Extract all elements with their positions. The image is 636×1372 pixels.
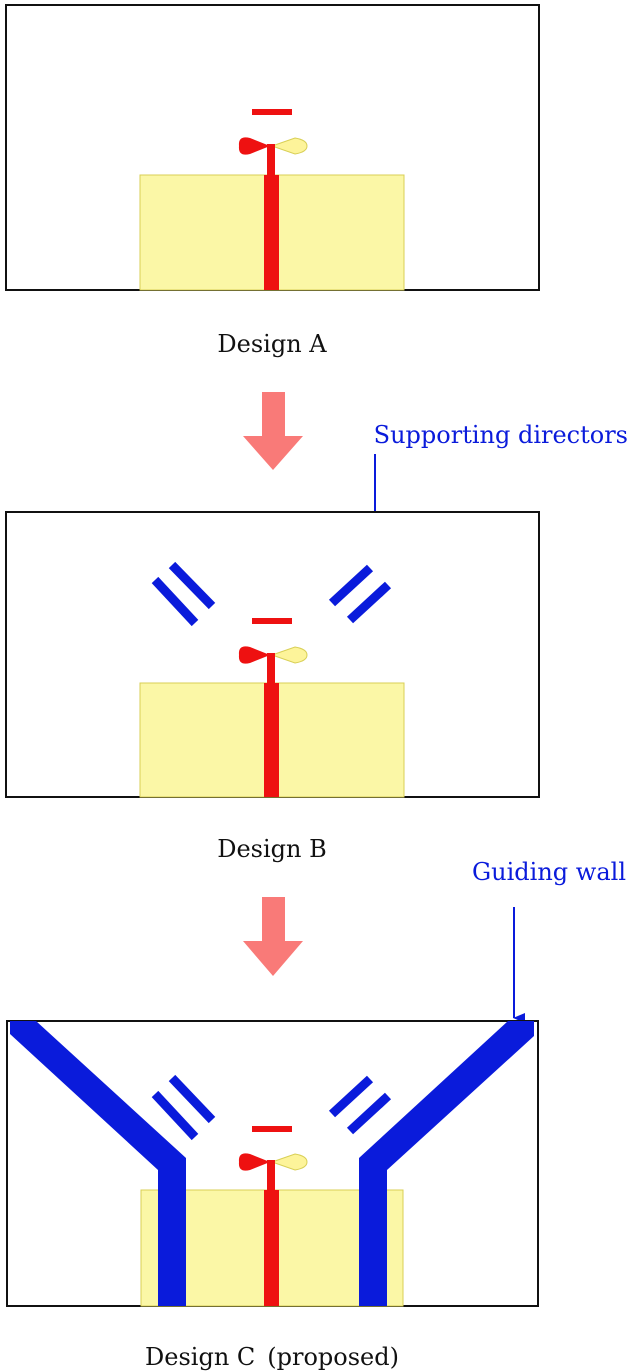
- design-b-caption: Design B: [217, 835, 327, 863]
- design-b-right-director-2: [346, 581, 392, 624]
- design-b-panel: [5, 511, 540, 798]
- design-a-stub: [267, 144, 275, 176]
- design-c-right-director-2: [346, 1092, 392, 1135]
- design-b-right-director-1: [328, 564, 374, 607]
- design-b-left-director-1: [151, 576, 199, 627]
- guiding-wall-label: Guiding wall: [472, 858, 626, 886]
- design-c-right-director-1: [328, 1075, 374, 1118]
- design-b-left-lobe: [238, 646, 270, 664]
- design-c-left-director-1: [151, 1090, 199, 1141]
- design-c-left-guiding-wall: [10, 1021, 186, 1306]
- design-a-left-lobe: [238, 137, 270, 155]
- design-c-feed-line: [264, 1190, 279, 1306]
- design-b-right-lobe: [270, 646, 308, 664]
- design-a-director: [252, 109, 292, 115]
- design-b-feed-line: [264, 683, 279, 797]
- design-c-stub: [267, 1160, 275, 1192]
- design-b-left-director-2: [168, 561, 216, 610]
- transition-arrow-a-to-b: [243, 392, 303, 470]
- design-a-caption: Design A: [217, 330, 327, 358]
- design-b-stub: [267, 653, 275, 685]
- design-a-panel: [5, 4, 540, 291]
- design-c-left-director-2: [168, 1074, 216, 1124]
- transition-arrow-b-to-c: [243, 897, 303, 976]
- design-c-left-lobe: [238, 1153, 270, 1171]
- design-c-panel: [6, 1020, 539, 1307]
- design-a-right-lobe: [270, 137, 308, 155]
- design-b-director: [252, 618, 292, 624]
- design-c-caption: Design C (proposed): [145, 1343, 399, 1371]
- design-c-right-guiding-wall: [359, 1021, 534, 1306]
- design-c-right-lobe: [270, 1153, 308, 1171]
- design-a-feed-line: [264, 175, 279, 290]
- supporting-directors-label: Supporting directors: [374, 421, 628, 449]
- design-c-director: [252, 1126, 292, 1132]
